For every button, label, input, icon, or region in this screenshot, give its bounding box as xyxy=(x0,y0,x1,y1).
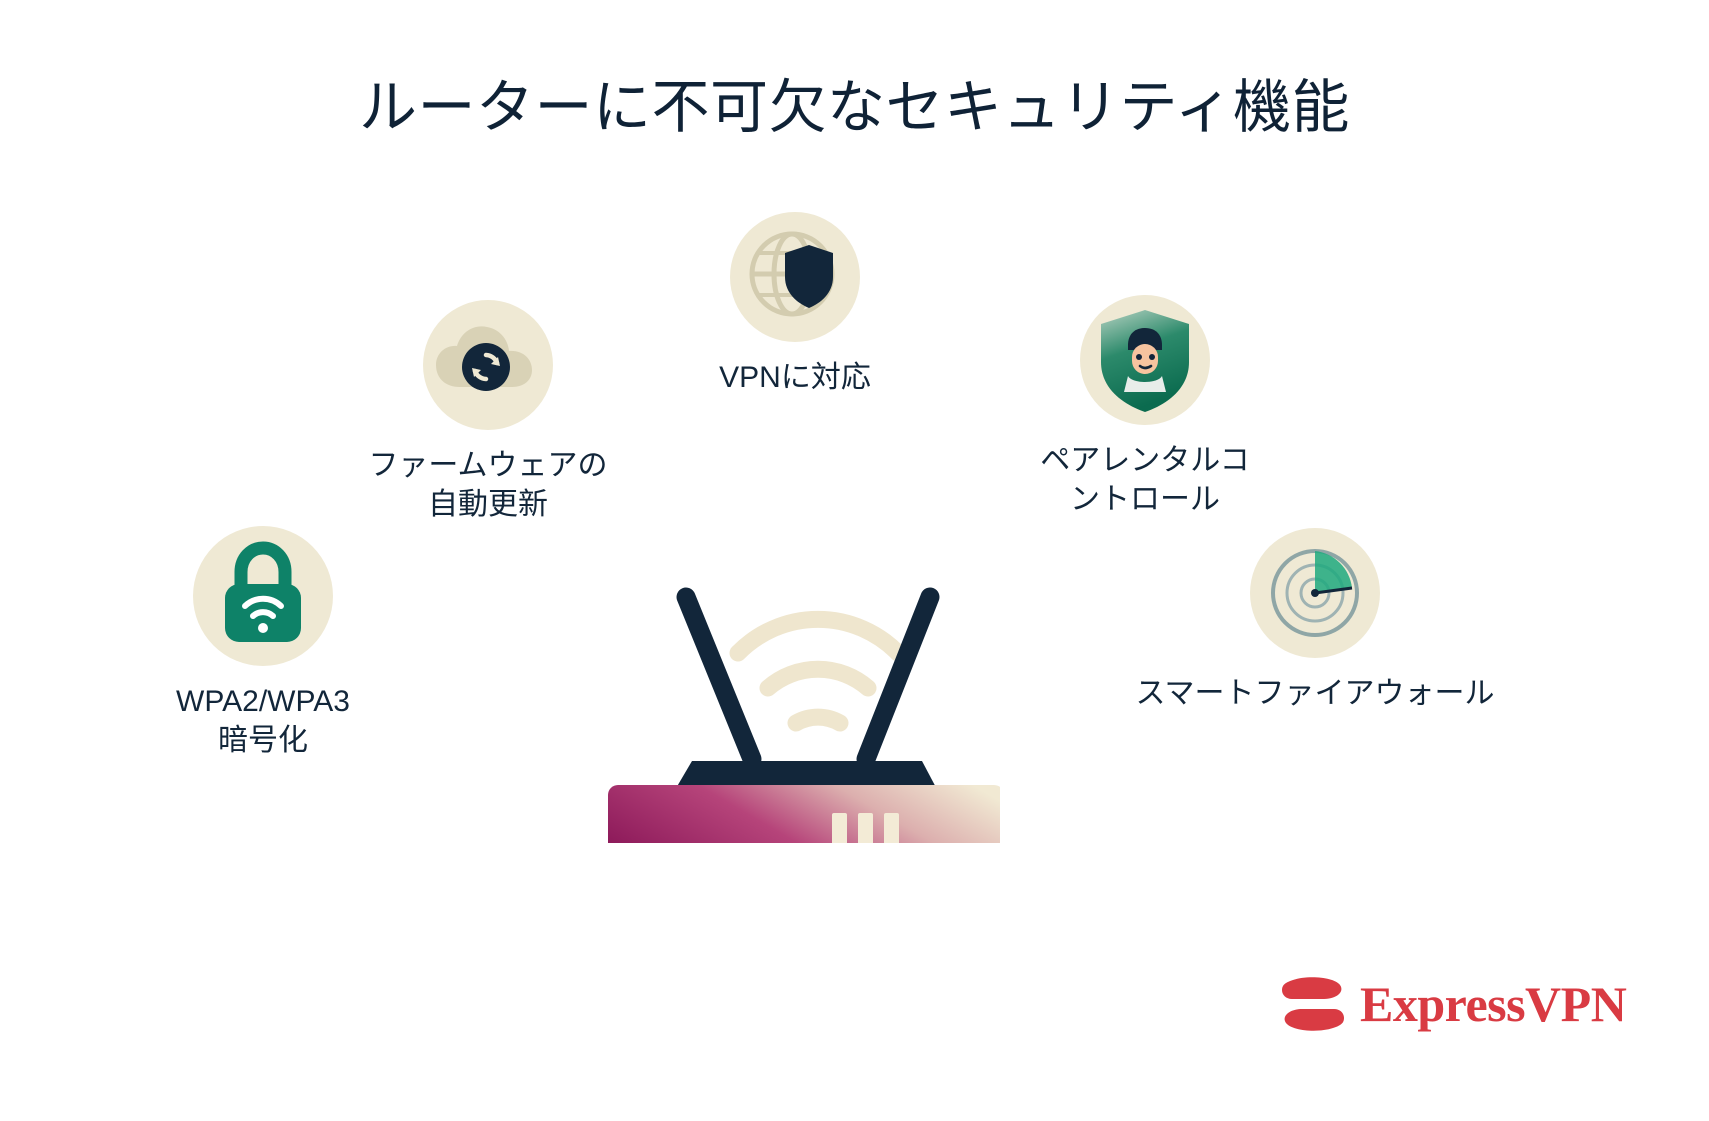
feature-label: VPNに対応 xyxy=(719,361,871,394)
cloud-refresh-icon xyxy=(423,300,553,430)
padlock-wifi-icon xyxy=(193,526,333,666)
expressvpn-logo-text: ExpressVPN xyxy=(1360,976,1627,1032)
feature-vpn-ready: VPNに対応 xyxy=(645,212,945,397)
page-title: ルーターに不可欠なセキュリティ機能 xyxy=(358,75,1351,140)
expressvpn-logo-mark xyxy=(1282,977,1344,1031)
feature-label: スマートファイアウォール xyxy=(1135,677,1495,710)
feature-firmware-update: ファームウェアの 自動更新 xyxy=(338,300,638,524)
feature-wpa-encryption: WPA2/WPA3 暗号化 xyxy=(113,526,413,760)
radar-icon xyxy=(1250,528,1380,658)
shield-child-icon xyxy=(1080,295,1210,425)
globe-shield-icon xyxy=(730,212,860,342)
wifi-router-illustration xyxy=(600,533,1004,877)
feature-label: WPA2/WPA3 暗号化 xyxy=(176,685,350,757)
feature-label: ペアレンタルコ ントロール xyxy=(1040,444,1250,516)
feature-label: ファームウェアの 自動更新 xyxy=(368,449,608,521)
expressvpn-logo: ExpressVPN xyxy=(1280,975,1627,1033)
feature-smart-firewall: スマートファイアウォール xyxy=(1135,528,1495,713)
feature-parental-controls: ペアレンタルコ ントロール xyxy=(995,295,1295,519)
